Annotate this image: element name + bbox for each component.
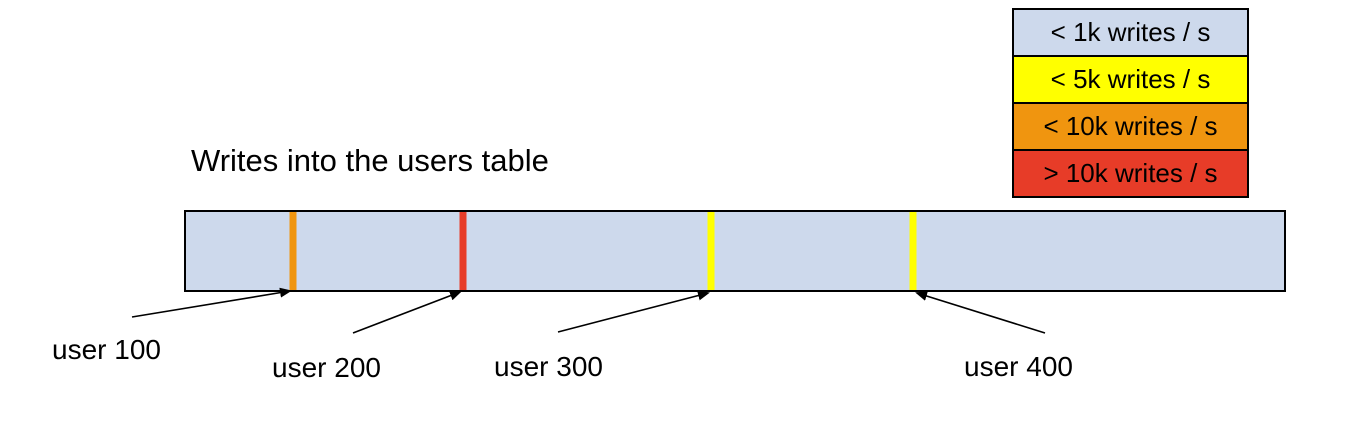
legend-item: < 1k writes / s (1014, 10, 1247, 55)
legend-item: > 10k writes / s (1014, 149, 1247, 196)
marker-label: user 200 (272, 352, 381, 383)
marker-label: user 400 (964, 351, 1073, 382)
diagram-title: Writes into the users table (191, 143, 549, 178)
legend-item-label: < 5k writes / s (1050, 64, 1211, 94)
marker-label: user 300 (494, 351, 603, 382)
write-hotspot-stripe (707, 212, 715, 290)
marker-label: user 100 (52, 334, 161, 365)
users-table-bar (184, 210, 1286, 292)
write-hotspot-stripe (909, 212, 917, 290)
callout-arrow (557, 290, 710, 333)
legend-item-label: > 10k writes / s (1043, 158, 1218, 188)
write-rate-legend: < 1k writes / s < 5k writes / s < 10k writ… (1012, 8, 1249, 198)
legend-item: < 10k writes / s (1014, 102, 1247, 149)
callout-arrow (131, 287, 292, 318)
legend-item: < 5k writes / s (1014, 55, 1247, 102)
callout-arrow (352, 290, 462, 334)
write-hotspot-stripe (459, 212, 467, 290)
callout-arrow (915, 291, 1046, 334)
legend-item-label: < 1k writes / s (1050, 17, 1211, 47)
write-hotspot-stripe (289, 212, 297, 290)
legend-item-label: < 10k writes / s (1043, 111, 1218, 141)
